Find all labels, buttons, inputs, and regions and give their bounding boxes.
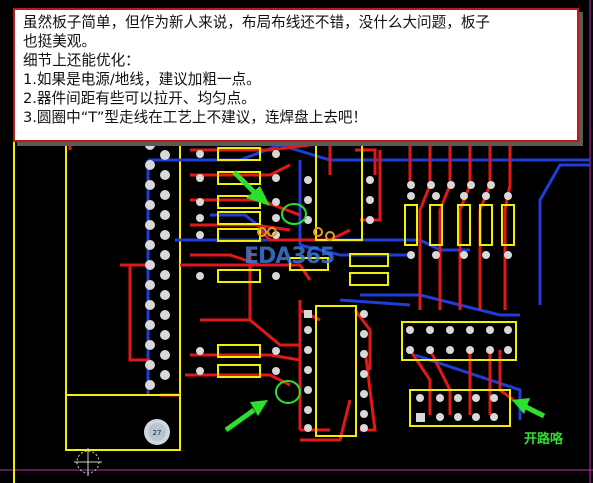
watermark-logo: EDA365	[244, 244, 335, 269]
arrow-icon-right	[512, 398, 546, 419]
component-marker-label: 27	[153, 429, 162, 437]
comment-line: 虽然板子简单，但作为新人来说，布局布线还不错，没什么大问题，板子	[23, 14, 491, 31]
comment-line: 2.器件间距有些可以拉开、均匀点。	[23, 90, 256, 107]
t-junction-highlight-top	[281, 203, 307, 225]
component-marker: 27	[144, 419, 170, 445]
comment-line: 1.如果是电源/地线，建议加粗一点。	[23, 71, 261, 88]
comment-line: 也挺美观。	[23, 33, 96, 50]
review-comment-box: 虽然板子简单，但作为新人来说，布局布线还不错，没什么大问题，板子 也挺美观。 细…	[13, 8, 579, 142]
callout-arrows	[224, 170, 546, 433]
component-pads	[196, 150, 512, 432]
connector-pins	[145, 140, 170, 390]
comment-line: 细节上还能优化：	[23, 52, 140, 69]
vias	[257, 227, 335, 241]
t-junction-highlight-bottom	[275, 380, 301, 404]
open-circuit-label: 开路咯	[524, 432, 564, 447]
origin-crosshair-icon	[74, 448, 102, 476]
ic-outlines	[65, 139, 517, 451]
arrow-icon-top	[232, 170, 270, 206]
highlight-circles	[275, 203, 307, 404]
resistor-array-right	[404, 204, 515, 246]
comment-line: 3.圆圈中“T”型走线在工艺上不建议，连焊盘上去吧！	[23, 109, 368, 126]
arrow-icon-bottom	[224, 400, 268, 433]
